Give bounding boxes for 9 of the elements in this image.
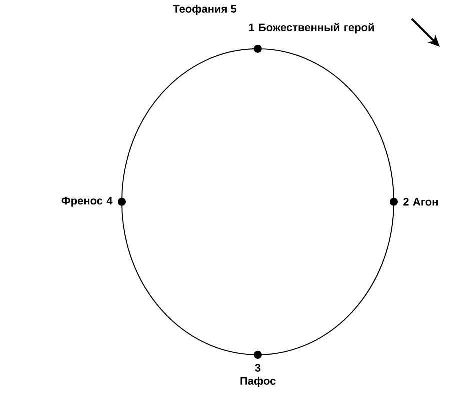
point-marker: [390, 198, 398, 206]
point-marker: [254, 45, 262, 53]
stage-label: Теофания 5: [173, 4, 237, 16]
stage-label: Френос 4: [62, 197, 113, 207]
stage-label: 2 Агон: [404, 198, 438, 206]
stage-label: 1 Божественный герой: [249, 23, 374, 34]
stage-label: 3 Пафос: [240, 364, 276, 388]
point-marker: [118, 198, 126, 206]
point-marker: [254, 350, 262, 359]
